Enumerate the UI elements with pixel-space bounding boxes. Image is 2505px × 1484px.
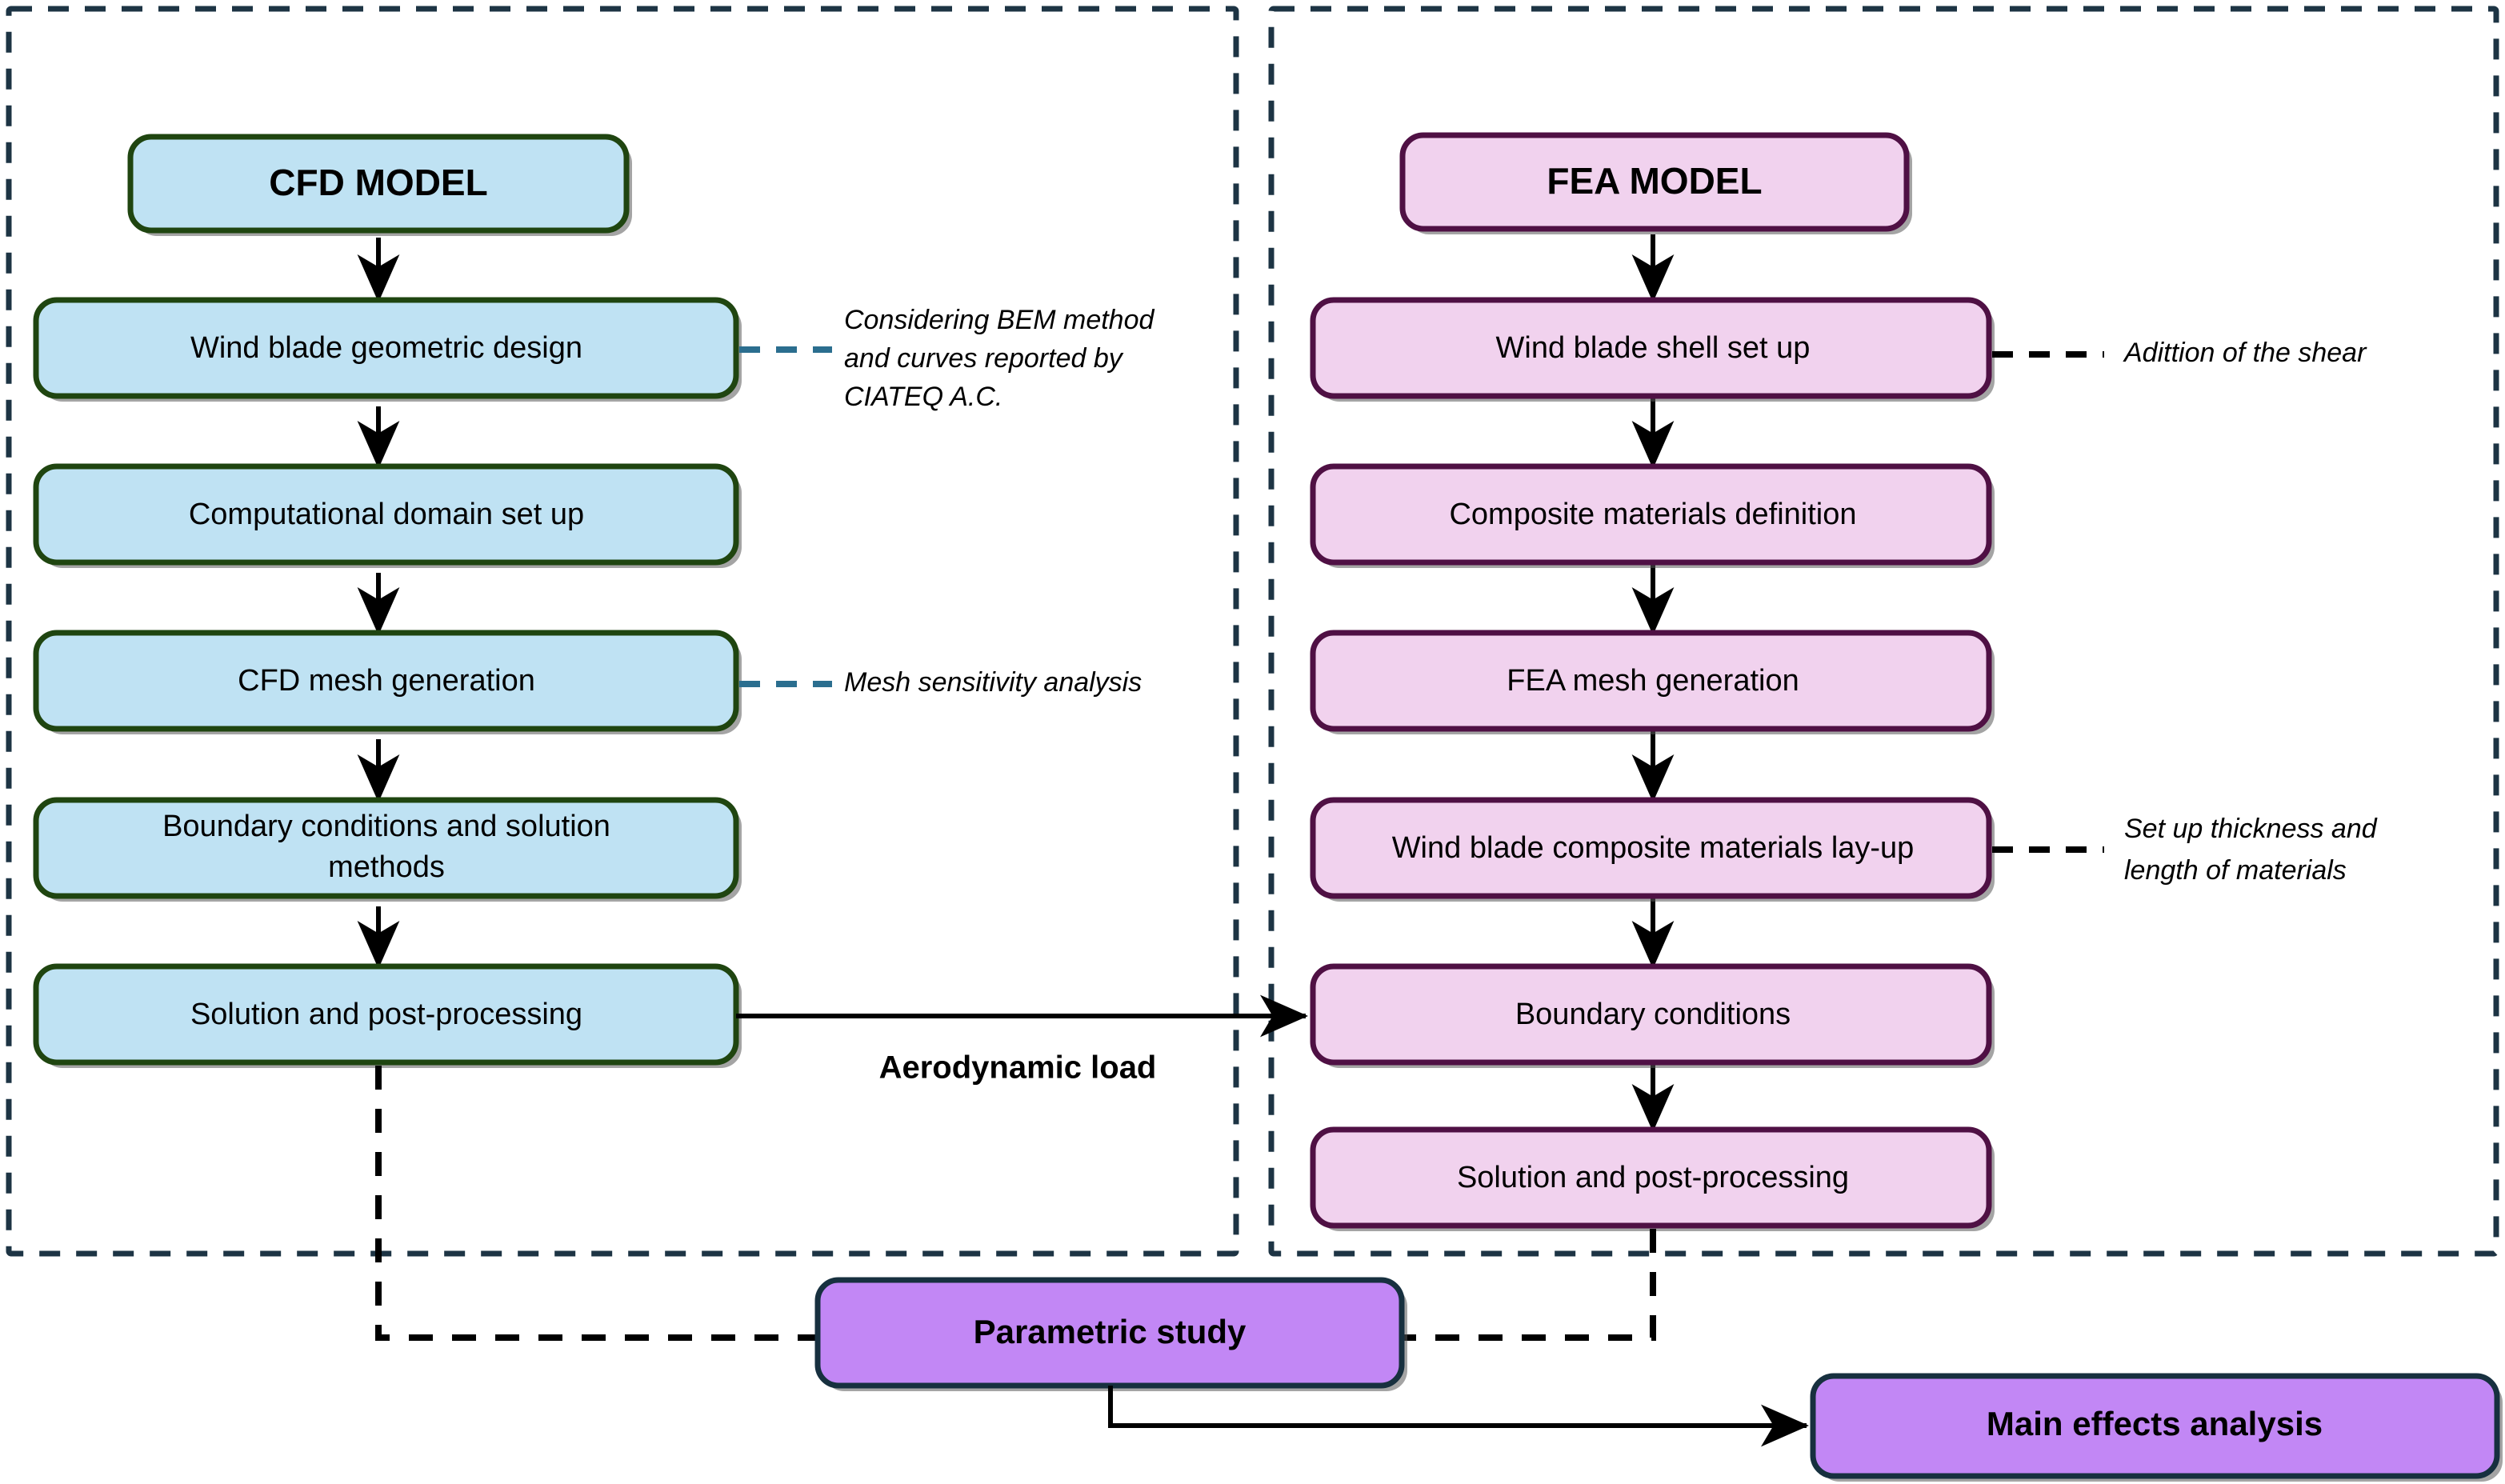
annot-cfd-geometry-line1: Considering BEM method [844,305,1155,335]
cfd-step-label-4b: methods [328,850,445,884]
cfd-group-frame [6,6,1239,1257]
cfd-step-label-3: CFD mesh generation [238,664,535,698]
fea-step-box-3[interactable] [1310,630,1992,732]
cfd-header-label: CFD MODEL [269,162,487,203]
main-effects-box[interactable] [1810,1373,2500,1479]
fea-step-box-5[interactable] [1310,963,1992,1066]
cfd-step-label-5: Solution and post-processing [190,998,582,1031]
dashed-fea-to-parametric [1402,1229,1656,1341]
parametric-study-label: Parametric study [974,1313,1246,1350]
cfd-step-box-3[interactable] [33,630,739,732]
fea-step-label-4: Wind blade composite materials lay-up [1392,831,1915,865]
arrow-parametric-to-main-effects [1108,1386,1809,1447]
main-effects-label: Main effects analysis [1987,1405,2323,1442]
dashed-cfd-to-parametric [375,1066,818,1341]
cfd-step-box-1[interactable] [33,297,739,399]
fea-step-box-6[interactable] [1310,1126,1992,1229]
fea-step-box-1[interactable] [1310,297,1992,399]
fea-step-label-6: Solution and post-processing [1457,1161,1849,1194]
fea-step-label-1: Wind blade shell set up [1496,331,1811,365]
annot-cfd-mesh-line1: Mesh sensitivity analysis [844,667,1142,698]
cfd-step-box-2[interactable] [33,463,739,566]
fea-header-box[interactable] [1399,132,1910,232]
fea-step-label-5: Boundary conditions [1515,998,1791,1031]
annot-fea-shell-line1: Adittion of the shear [2123,338,2367,368]
cfd-step-box-4[interactable] [33,797,739,899]
fea-group-frame [1268,6,2499,1257]
fea-step-label-3: FEA mesh generation [1507,664,1799,698]
cfd-step-label-2: Computational domain set up [189,498,584,531]
annot-cfd-geometry-line3: CIATEQ A.C. [844,382,1002,412]
cfd-step-label-4a: Boundary conditions and solution [162,810,610,843]
annot-fea-layup-line1: Set up thickness and [2124,814,2378,844]
cfd-header-box[interactable] [127,134,630,234]
annot-fea-layup-line2: length of materials [2124,855,2347,886]
cfd-step-label-1: Wind blade geometric design [190,331,582,365]
fea-step-box-2[interactable] [1310,463,1992,566]
aerodynamic-load-label: Aerodynamic load [879,1050,1157,1086]
fea-step-box-4[interactable] [1310,797,1992,899]
fea-header-label: FEA MODEL [1547,160,1762,202]
fea-step-label-2: Composite materials definition [1449,498,1856,531]
annot-cfd-geometry-line2: and curves reported by [844,343,1124,374]
